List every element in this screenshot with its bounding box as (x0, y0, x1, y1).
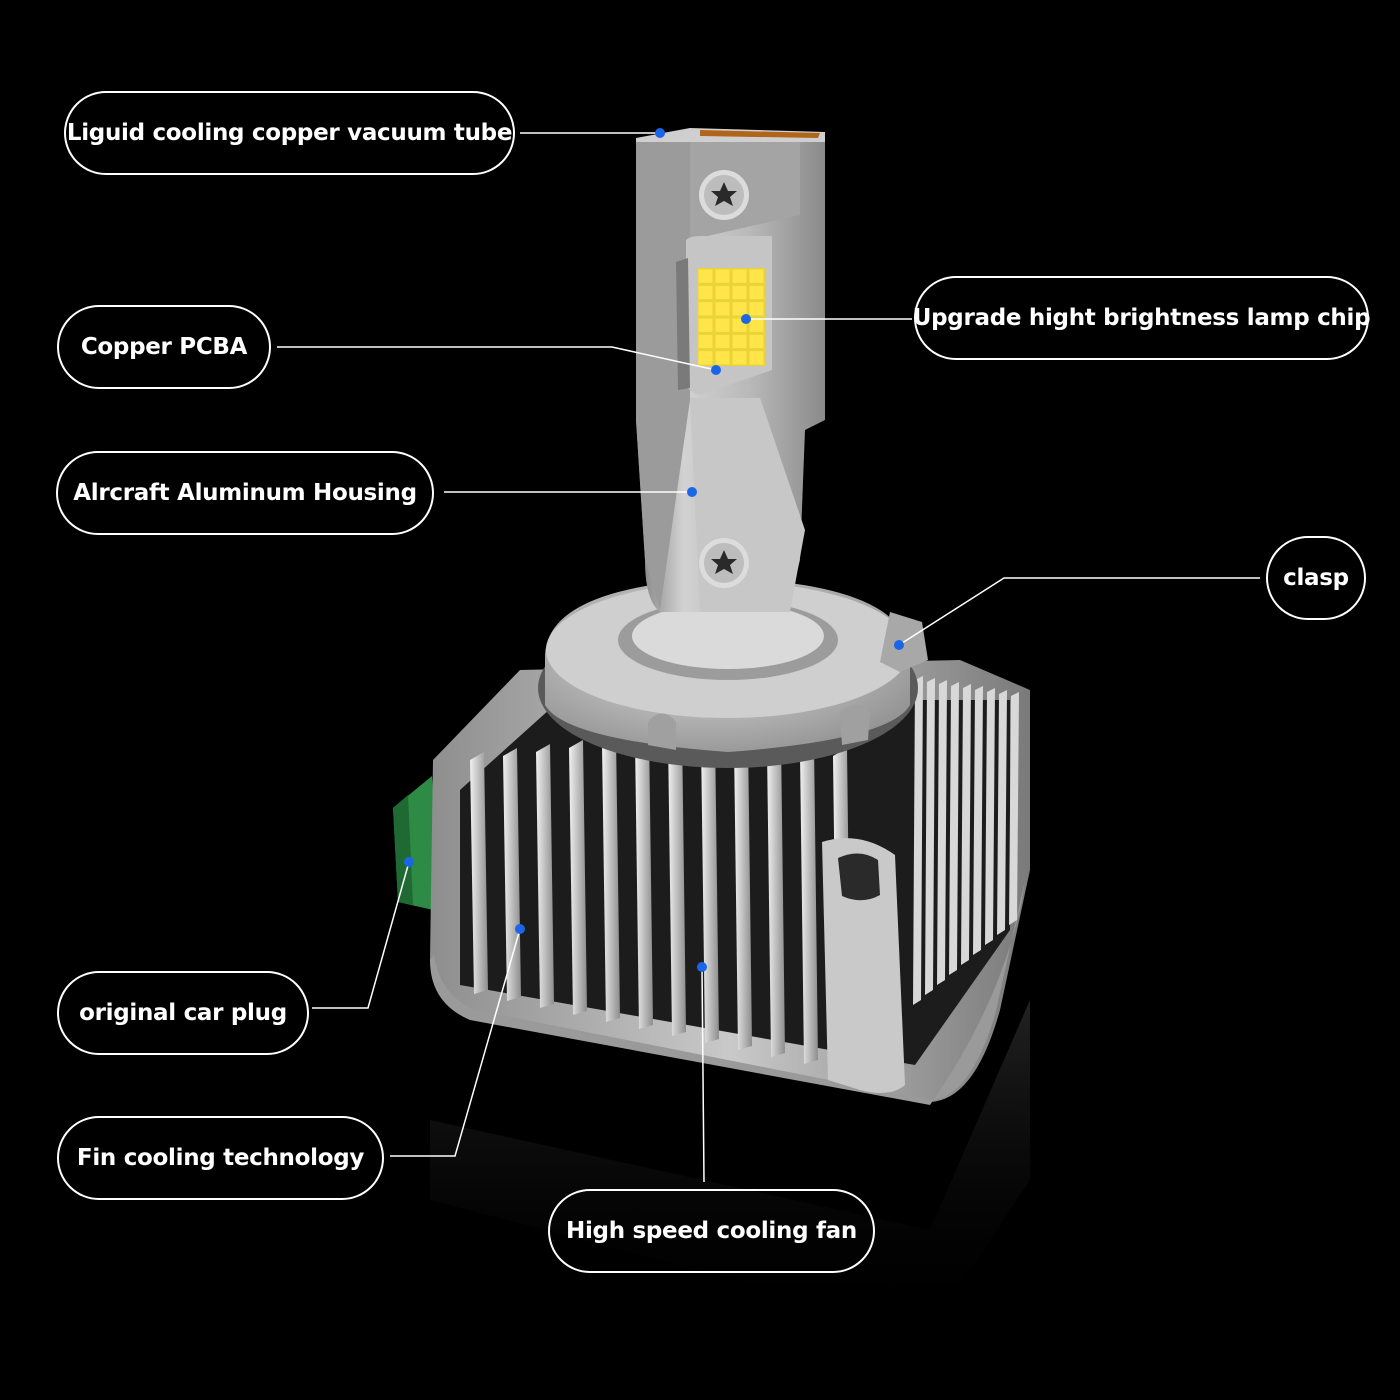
led-chip-cell (732, 285, 747, 300)
callout-leader-lines (277, 132, 1260, 1183)
callout-car-plug: original car plug (57, 971, 309, 1055)
side-cooling-fin (961, 684, 971, 965)
cooling-fin (800, 744, 818, 1064)
led-chip-cell (749, 318, 764, 332)
leader-cooling-fan (701, 966, 705, 1183)
callout-cooling-fan: High speed cooling fan (548, 1189, 875, 1273)
led-chip-cell (698, 351, 713, 365)
marker-dot (404, 857, 414, 867)
led-chip-cell (715, 269, 730, 283)
marker-dot (515, 924, 525, 934)
callout-aluminum-housing: Alrcraft Aluminum Housing (56, 451, 434, 535)
led-chip-substrate (697, 268, 765, 366)
marker-dot (741, 314, 751, 324)
led-chip-cell (715, 285, 730, 300)
cooling-fin (503, 748, 521, 1001)
corner-post (822, 838, 905, 1094)
callout-copper-pcba: Copper PCBA (57, 305, 271, 389)
ring-notch-right (840, 705, 870, 745)
led-chip-cell (732, 302, 747, 316)
led-chip-cell (715, 334, 730, 349)
cooling-fin (536, 744, 554, 1008)
leader-fin-cooling (390, 928, 521, 1157)
cooling-fin (602, 736, 620, 1022)
shaft-left-facet (636, 142, 690, 610)
car-plug-edge (393, 795, 413, 905)
side-cooling-fin (973, 686, 983, 955)
marker-dot (697, 962, 707, 972)
marker-dot (894, 640, 904, 650)
led-chip-cell (698, 318, 713, 332)
led-chip-cell (749, 351, 764, 365)
side-cooling-fin (949, 682, 959, 975)
callout-lamp-chip: Upgrade hight brightness lamp chip (913, 276, 1371, 360)
led-chip-cell (749, 285, 764, 300)
heatsink-base-rim (430, 880, 1025, 1105)
led-chip-cell (732, 269, 747, 283)
ring-notch-left (648, 713, 676, 750)
led-chip-cell (715, 351, 730, 365)
side-cooling-fin (913, 676, 923, 1005)
side-cooling-fin (985, 688, 995, 945)
side-cooling-fins (913, 676, 1019, 1005)
led-chip-cell (749, 302, 764, 316)
cooling-fin (734, 736, 752, 1050)
led-chip-cell (698, 269, 713, 283)
led-chip-cell (749, 269, 764, 283)
screw-top (699, 170, 749, 220)
leader-copper-pcba (277, 346, 717, 371)
leader-car-plug (312, 861, 410, 1009)
cooling-fin (569, 740, 587, 1015)
side-cooling-fin (925, 678, 935, 995)
cooling-fin (470, 752, 488, 994)
callout-liquid-cooling-tube: Liguid cooling copper vacuum tube (64, 91, 515, 175)
marker-dot (711, 365, 721, 375)
led-chip-cell (732, 351, 747, 365)
marker-dot (655, 128, 665, 138)
led-chip-cell (749, 334, 764, 349)
side-cooling-fin (997, 690, 1007, 935)
side-cooling-fin (937, 680, 947, 985)
floor-reflection (430, 1000, 1030, 1330)
shaft-copper-strip (700, 130, 820, 138)
led-chip-cell (715, 302, 730, 316)
bayonet-ring-inner-lip (632, 603, 824, 669)
callout-clasp: clasp (1266, 536, 1366, 620)
corner-post-slot (838, 853, 880, 901)
cooling-fin (767, 740, 785, 1057)
cooling-fin (668, 728, 686, 1036)
cooling-fins (470, 728, 851, 1071)
screw-bottom (699, 538, 749, 588)
callout-fin-cooling: Fin cooling technology (57, 1116, 384, 1200)
led-chip-cell (715, 318, 730, 332)
cooling-fin (635, 732, 653, 1029)
callout-markers (404, 128, 904, 972)
led-chip-cell (732, 334, 747, 349)
led-chip-grid (698, 269, 764, 365)
marker-dot (687, 487, 697, 497)
led-chip-cell (698, 334, 713, 349)
led-chip-cell (698, 302, 713, 316)
side-cooling-fin (1009, 692, 1019, 925)
chip-panel-bevel (676, 258, 690, 390)
led-chip-cell (698, 285, 713, 300)
leader-clasp (898, 577, 1260, 646)
